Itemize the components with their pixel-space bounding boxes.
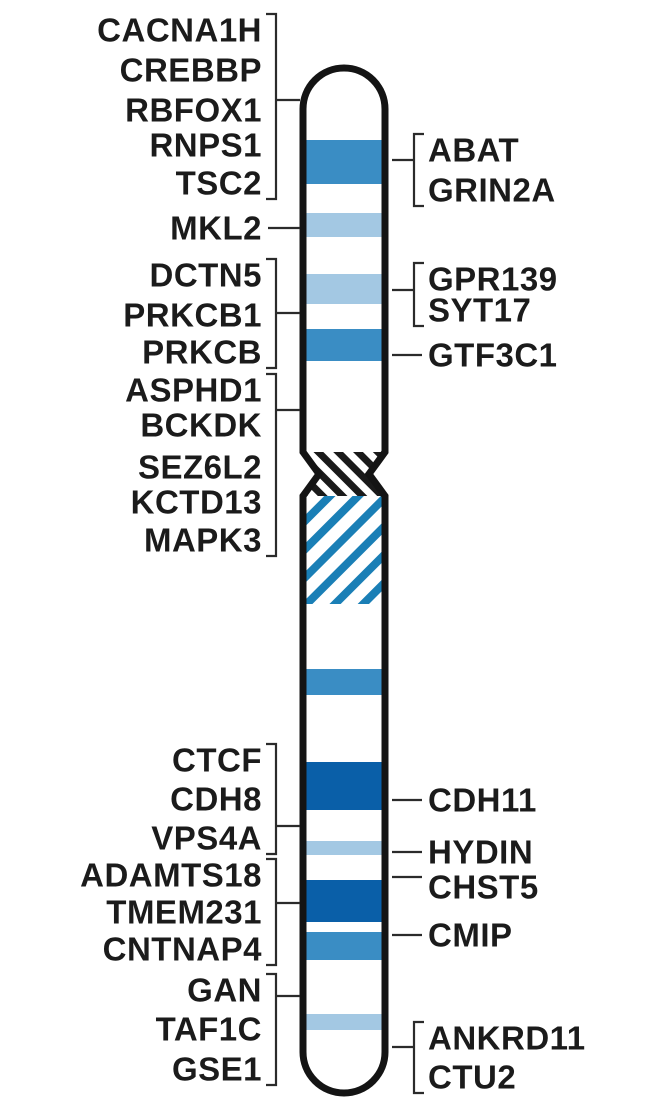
- chromosome-band: [303, 880, 385, 922]
- gene-label: CREBBP: [120, 52, 262, 89]
- bracket-line: [412, 132, 424, 208]
- left-gene-group: MKL2: [170, 210, 300, 247]
- gene-label: PRKCB1: [123, 297, 262, 334]
- chromosome-band: [303, 762, 385, 810]
- chromosome-band: [303, 274, 385, 304]
- gene-label: SEZ6L2: [138, 449, 262, 486]
- gene-label: MKL2: [170, 210, 262, 247]
- chromosome: [299, 64, 389, 1097]
- gene-label: CHST5: [428, 869, 539, 906]
- gene-label: TSC2: [176, 165, 262, 202]
- gene-label: MAPK3: [144, 522, 262, 559]
- chromosome-band: [303, 841, 385, 855]
- gene-label: KCTD13: [131, 484, 262, 521]
- gene-label: GSE1: [172, 1051, 262, 1088]
- right-gene-group: HYDIN: [392, 834, 533, 871]
- gene-label: HYDIN: [428, 834, 533, 871]
- gene-label: TMEM231: [106, 894, 262, 931]
- gene-label: CTCF: [172, 742, 262, 779]
- bracket-line: [266, 972, 278, 1087]
- gene-label: CNTNAP4: [103, 931, 262, 968]
- gene-label: ANKRD11: [428, 1020, 586, 1057]
- gene-label: ABAT: [428, 132, 519, 169]
- bracket-line: [266, 257, 278, 370]
- gene-label: GTF3C1: [428, 337, 558, 374]
- gene-label: ASPHD1: [125, 372, 262, 409]
- gene-label: PRKCB: [142, 334, 262, 371]
- chromosome-outline: [299, 64, 389, 1097]
- bracket-line: [266, 372, 278, 558]
- gene-label: CDH11: [428, 782, 537, 819]
- gene-label: RNPS1: [149, 127, 262, 164]
- gene-label: BCKDK: [140, 407, 262, 444]
- gene-label: GPR139: [428, 261, 558, 298]
- gene-label: SYT17: [428, 292, 531, 329]
- gene-label: GAN: [187, 972, 262, 1009]
- chromosome-band: [303, 1014, 385, 1030]
- gene-label: CACNA1H: [97, 12, 262, 49]
- gene-label: RBFOX1: [125, 92, 262, 129]
- chromosome-band: [303, 213, 385, 237]
- bracket-line: [412, 1020, 424, 1095]
- chromosome-band: [303, 329, 385, 361]
- left-gene-labels: CACNA1HCREBBPRBFOX1RNPS1TSC2MKL2DCTN5PRK…: [80, 12, 300, 1088]
- bracket-line: [266, 857, 278, 967]
- p-arm-hatched-region: [303, 496, 385, 604]
- chromosome-band: [303, 140, 385, 184]
- right-gene-group: GTF3C1: [392, 337, 558, 374]
- bracket-line: [266, 12, 278, 201]
- right-gene-group: CMIP: [392, 917, 513, 954]
- right-gene-group: CHST5: [392, 869, 539, 906]
- gene-label: ADAMTS18: [80, 857, 262, 894]
- gene-label: CDH8: [170, 781, 262, 818]
- bracket-line: [266, 742, 278, 856]
- gene-label: CTU2: [428, 1059, 516, 1096]
- gene-label: DCTN5: [149, 257, 262, 294]
- gene-label: GRIN2A: [428, 172, 556, 209]
- right-gene-group: CDH11: [392, 782, 537, 819]
- chromosome-band: [303, 932, 385, 960]
- gene-label: CMIP: [428, 917, 513, 954]
- gene-label: TAF1C: [156, 1011, 262, 1048]
- bracket-line: [412, 261, 424, 328]
- chromosome-band: [303, 669, 385, 695]
- gene-label: VPS4A: [151, 820, 262, 857]
